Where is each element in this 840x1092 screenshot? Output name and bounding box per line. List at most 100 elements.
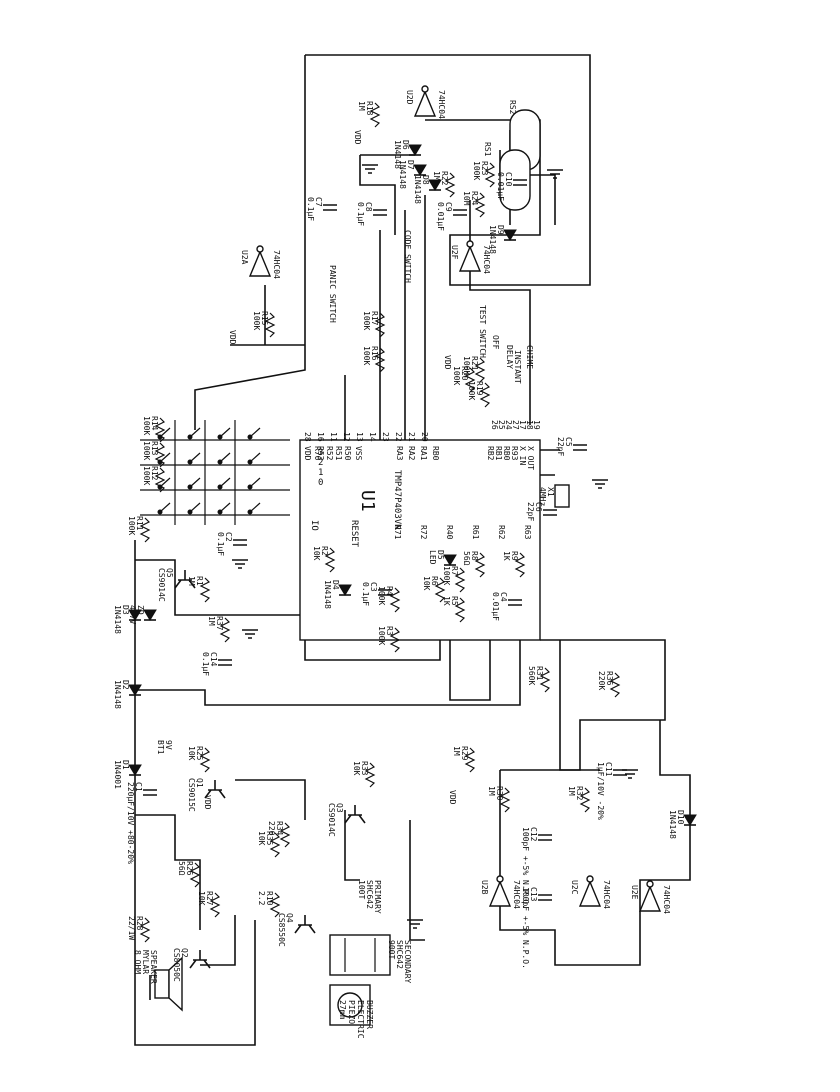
- buzzer-label-2: ELECTRIC: [356, 1000, 365, 1039]
- transistor-ref: Q2: [180, 948, 189, 958]
- switch-label-code-switch: CODE SWITCH: [403, 230, 412, 283]
- capacitor-ref: C11: [604, 762, 613, 777]
- crystal-x1: X1 4MHz: [538, 484, 570, 508]
- capacitor-ref: C3: [369, 582, 378, 592]
- transformer-primary-label-1: SHC642: [365, 880, 374, 909]
- resistor-value: 10K: [187, 746, 196, 761]
- keypad-switch-arm: [189, 502, 201, 513]
- diode-ref: D4: [331, 580, 340, 590]
- u1-pin-number-right-3: 27: [511, 420, 520, 430]
- output-stage: [154, 934, 391, 1026]
- u1-pin-number-3: 12: [342, 432, 351, 442]
- resistor-value: 100K: [362, 346, 371, 365]
- capacitor-value: 0.1μF: [216, 532, 225, 556]
- resistor-ref: R28: [135, 916, 144, 931]
- keypad-switch-arm: [159, 427, 171, 438]
- diode-value: 1N4148: [393, 140, 402, 169]
- reed-ref-rs2: RS2: [508, 100, 517, 115]
- vdd-label-3: VDD: [443, 355, 452, 370]
- capacitor-value: 0.1μF: [201, 652, 210, 676]
- capacitor-value: 0.1μF: [306, 197, 315, 221]
- ground-symbol: [547, 169, 563, 179]
- keypad-switch-arm: [189, 427, 201, 438]
- resistor-ref: R5: [450, 596, 459, 606]
- u1-pin-rb0-10: RB0: [431, 446, 440, 461]
- resistor-value: 100K: [142, 416, 151, 435]
- switch-label-chime: CHIME: [525, 345, 534, 369]
- diode-value: 1N4148: [668, 810, 677, 839]
- transistor-ref: Q5: [165, 568, 174, 578]
- diode-value: 1N4148: [113, 605, 122, 634]
- switch-label-instant: INSTANT: [513, 350, 522, 384]
- gate-ref: U2E: [630, 885, 639, 900]
- gate-ref: U2F: [450, 245, 459, 260]
- u1-pin-rb2: RB2: [486, 446, 495, 461]
- diode-ref: D8: [421, 175, 430, 185]
- transformer-secondary-label-0: SECONDARY: [403, 940, 412, 984]
- u1-pin-r71: R71: [393, 525, 402, 540]
- resistor-ref: R13: [150, 441, 159, 456]
- u1-pin-number-right-4: 17: [518, 420, 527, 430]
- u1-pin-number-1: 16: [316, 432, 325, 442]
- resistor-ref: R14: [150, 416, 159, 431]
- u1-pin-number-0: 28: [303, 432, 312, 442]
- transistor-value: CS8050C: [172, 948, 181, 982]
- u1-digit-1: 1: [318, 468, 323, 478]
- resistor-ref: R33: [360, 761, 369, 776]
- capacitor-value: 100pF +-5% N.P.O.: [521, 827, 530, 909]
- resistor-value: 100K: [142, 466, 151, 485]
- buzzer-label-0: 27mm: [338, 1000, 347, 1019]
- capacitor-value: 1μF/10V -20%: [596, 762, 605, 820]
- u1-pin-r52-3: R52: [325, 446, 334, 461]
- resistor-ref: R18: [365, 101, 374, 116]
- gate-ref: U2C: [570, 880, 579, 895]
- resistor-ref: R8: [470, 551, 479, 561]
- capacitor-c7: C70.1μF: [306, 197, 337, 221]
- buzzer-label-1: PIEZO: [347, 1000, 356, 1024]
- capacitor-ref: C1: [134, 782, 143, 792]
- resistor-ref: R19: [475, 381, 484, 396]
- gate-value: 74HC04: [602, 880, 611, 909]
- resistor-value: 100K: [362, 311, 371, 330]
- switch-label-off: OFF: [491, 335, 500, 350]
- transistor-ref: Q1: [195, 778, 204, 788]
- vdd-label-2: VDD: [203, 795, 212, 810]
- capacitor-ref: C14: [209, 652, 218, 667]
- u1-pin-vss-6: VSS: [354, 446, 363, 461]
- capacitor-value: 22pF: [526, 502, 535, 521]
- diode-value: 1N4001: [113, 760, 122, 789]
- vdd-label-4: VDD: [448, 790, 457, 805]
- resistor-ref: R17: [370, 311, 379, 326]
- resistor-ref: R20: [460, 366, 469, 381]
- u1-pin-vdd-0: VDD: [303, 446, 312, 461]
- transistor-value: CS9014C: [157, 568, 166, 602]
- u1-pin-x-in: X IN: [518, 446, 527, 465]
- resistor-ref: R6: [430, 576, 439, 586]
- capacitor-c4: C40.01μF: [491, 592, 522, 621]
- resistor-value: 1M: [452, 746, 461, 756]
- diode-value: 1N4148: [323, 580, 332, 609]
- u1-pin-r63: R63: [523, 525, 532, 540]
- u1-pin-number-6: 23: [381, 432, 390, 442]
- resistor-value: 220: [267, 821, 276, 836]
- resistor-value: 100K: [377, 626, 386, 645]
- u1-part: TMP47P403VN: [392, 470, 402, 530]
- resistor-value: 22/1W: [127, 916, 136, 940]
- transformer-secondary-label-2: 900T: [387, 940, 396, 959]
